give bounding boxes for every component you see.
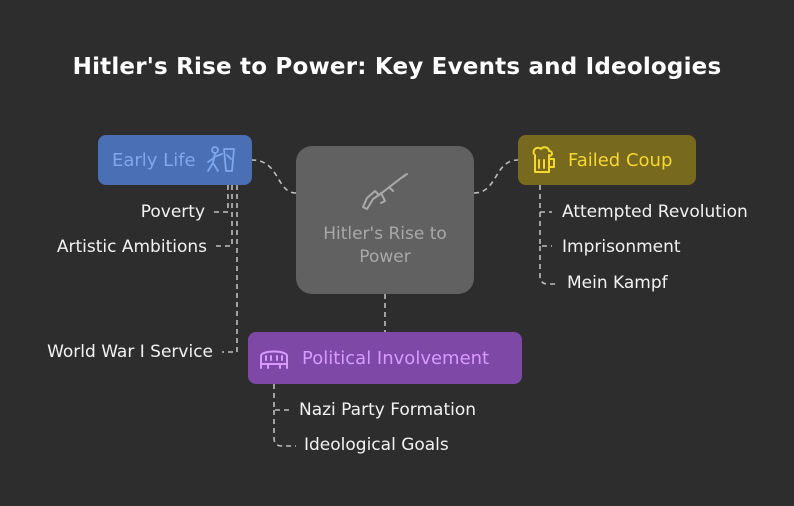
leaf-ideological-goals: Ideological Goals <box>304 435 449 455</box>
connector-political-nazi-party <box>273 384 290 411</box>
branch-failed-coup-label: Failed Coup <box>568 149 673 171</box>
diagram-title: Hitler's Rise to Power: Key Events and I… <box>72 54 722 80</box>
artist-figure-icon <box>204 145 238 175</box>
connector-failed-imprisonment <box>539 212 552 247</box>
connector-early-poverty <box>214 185 229 213</box>
branch-early-life-label: Early Life <box>112 149 196 171</box>
leaf-artistic-ambitions: Artistic Ambitions <box>56 237 207 257</box>
connector-failed-attempted <box>539 185 552 213</box>
connector-center-early-life <box>251 159 297 194</box>
connector-early-artistic <box>214 185 233 247</box>
connector-early-ww1 <box>222 185 238 353</box>
rifle-icon <box>359 171 411 215</box>
assembly-hall-icon <box>258 344 290 372</box>
branch-early-life[interactable]: Early Life <box>98 135 252 185</box>
branch-failed-coup[interactable]: Failed Coup <box>518 135 696 185</box>
leaf-attempted-revolution: Attempted Revolution <box>562 202 748 222</box>
leaf-world-war-i-service: World War I Service <box>47 342 213 362</box>
branch-political-involvement[interactable]: Political Involvement <box>248 332 522 384</box>
center-label: Hitler's Rise to Power <box>323 224 447 267</box>
connector-failed-mein-kampf <box>539 246 558 285</box>
leaf-mein-kampf: Mein Kampf <box>567 273 668 293</box>
leaf-imprisonment: Imprisonment <box>562 237 681 257</box>
leaf-poverty: Poverty <box>140 202 205 222</box>
branch-political-label: Political Involvement <box>302 347 490 369</box>
center-node: Hitler's Rise to Power <box>296 146 474 294</box>
leaf-nazi-party-formation: Nazi Party Formation <box>299 400 477 420</box>
connector-center-failed-coup <box>473 159 519 194</box>
connector-political-ideological <box>273 410 296 447</box>
beer-mug-icon <box>530 145 558 175</box>
